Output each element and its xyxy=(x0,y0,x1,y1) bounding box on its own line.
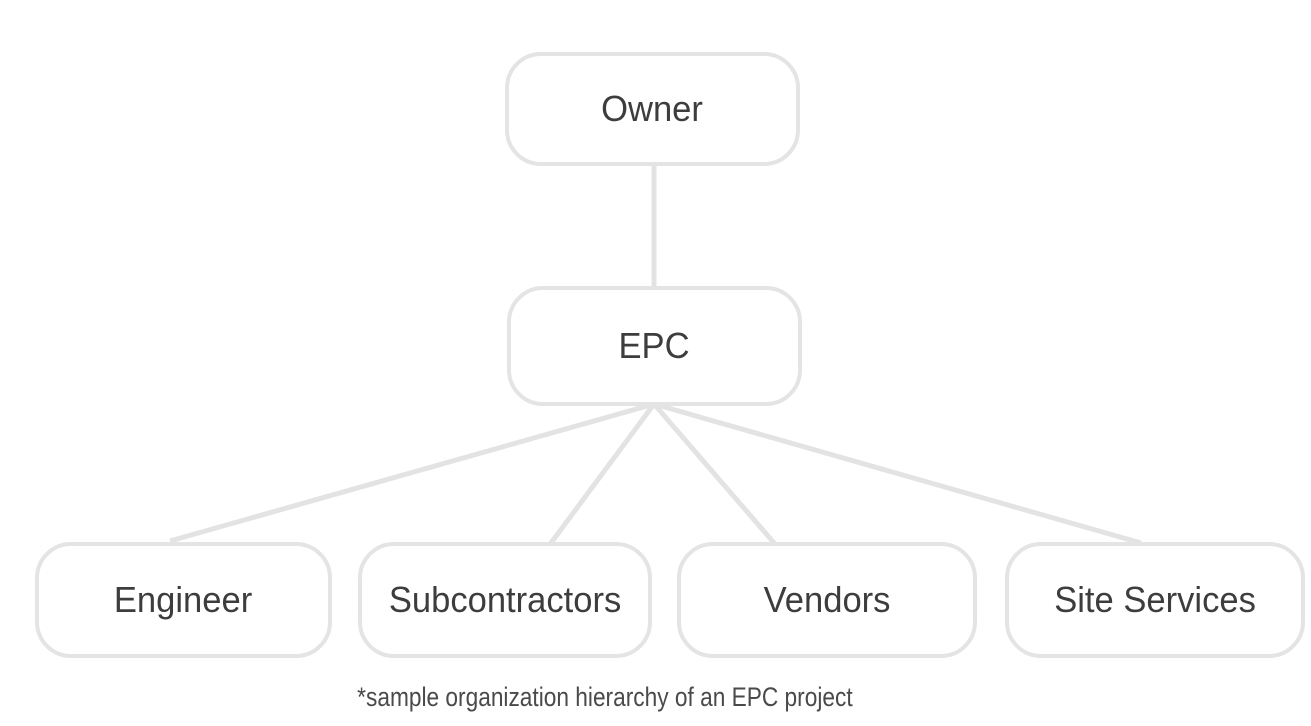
node-site-services: Site Services xyxy=(1005,542,1305,658)
connector-epc-engineer xyxy=(169,401,655,544)
node-epc: EPC xyxy=(507,286,802,406)
connector-epc-subcontractors xyxy=(545,402,657,549)
diagram-caption-text: *sample organization hierarchy of an EPC… xyxy=(357,682,853,712)
node-epc-label: EPC xyxy=(618,325,691,366)
node-subcontractors: Subcontractors xyxy=(358,542,652,658)
diagram-caption: *sample organization hierarchy of an EPC… xyxy=(300,682,910,713)
connector-epc-site-services xyxy=(653,401,1142,546)
node-site-services-label: Site Services xyxy=(1054,579,1256,620)
node-vendors-label: Vendors xyxy=(763,579,891,620)
connector-epc-vendors xyxy=(652,402,777,546)
node-engineer-label: Engineer xyxy=(114,579,253,620)
node-owner: Owner xyxy=(505,52,800,166)
node-owner-label: Owner xyxy=(601,88,704,129)
node-engineer: Engineer xyxy=(35,542,332,658)
node-vendors: Vendors xyxy=(677,542,977,658)
node-subcontractors-label: Subcontractors xyxy=(388,579,622,620)
